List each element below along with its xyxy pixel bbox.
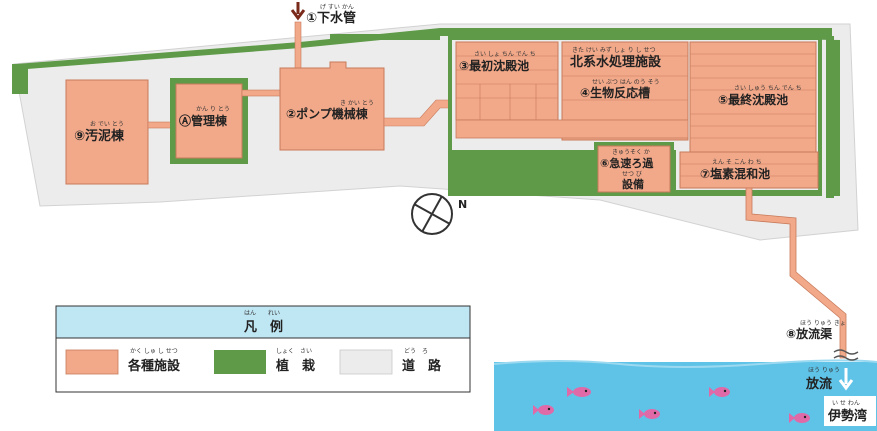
legend-facility-label: 各種施設 [127,358,181,374]
legend-road-ruby: どう ろ [404,347,428,355]
legend-facility-ruby: かく しゅ し せつ [130,348,178,355]
legend-swatch-road [339,349,393,375]
legend-swatch-planting [214,350,266,374]
bay-label: 伊勢湾 [827,408,867,424]
chlorine-ruby: えん そ こん わ ち [712,159,762,166]
legend-planting-label: 植 栽 [275,358,315,374]
chlorine-tank-lanes [680,163,818,177]
admin-label: Ⓐ管理棟 [179,113,228,128]
fish-icon [533,405,554,415]
chlorine-mixing-tank[interactable] [679,151,819,189]
fish-icon [567,387,591,397]
discharge-label: 放流 [805,376,832,392]
legend: はん れい 凡 例 かく しゅ し せつ 各種施設 しょく さい 植 栽 どう … [55,305,471,393]
legend-swatch-facility [65,349,119,375]
primary-ruby: さい しょ ちん でん ち [474,51,536,58]
outfall-label: ⑧放流渠 [786,326,832,341]
treatment-gallery [455,119,689,139]
planting-northeast [440,28,832,36]
connector-admin-pump [241,89,283,97]
fish-icon [789,413,810,423]
compass-north: N [458,198,467,211]
chlorine-label: ⑦塩素混和池 [700,166,770,181]
sludge-label: ⑨汚泥棟 [74,128,125,144]
legend-header [55,305,471,339]
sewer-inflow-arrow [290,2,306,21]
compass-axis-2 [421,195,443,233]
bio-ruby: せい ぶつ はん のう そう [592,79,660,86]
legend-planting-ruby: しょく さい [276,348,312,355]
rapid-filtration-facility[interactable] [597,145,671,193]
sea-wave [493,359,877,368]
final-sedimentation-tank[interactable] [689,41,817,153]
filter-label-2: 設備 [622,177,644,191]
primary-tank-lanes [456,55,558,120]
filter-ruby-1: きゅうそく か [612,149,650,156]
legend-title: 凡 例 [244,319,283,335]
bio-label: ④生物反応槽 [580,85,650,100]
fish-icon [639,409,660,419]
fish-decorations [533,387,810,423]
discharge-ruby: ほう りゅう [808,367,840,374]
legend-title-ruby: はん れい [244,310,280,317]
filter-ruby-2: せつ び [622,170,642,178]
admin-ruby: かん り とう [196,106,230,113]
primary-label: ③最初沈殿池 [459,58,529,73]
admin-building[interactable] [175,83,243,159]
planting-east [826,36,834,198]
sludge-building[interactable] [65,79,149,185]
bay-ruby: い せ わん [832,400,860,407]
bay-label-box [824,396,876,426]
outfall-ruby: ほう りゅう きょ [800,320,846,327]
planting-north-strip [330,34,440,40]
discharge-arrow [838,368,854,391]
final-ruby: さい しゅう ちん でん ち [734,85,802,92]
break-symbol [833,349,859,361]
north-plant-ruby: きた けい みず しょ り し せつ [572,46,655,54]
sewer-pipe [294,21,302,71]
sludge-ruby: お でい とう [90,121,124,128]
pump-ruby: き かい とう [340,100,374,107]
pump-label: ②ポンプ機械棟 [286,106,369,121]
sewer-ruby: げ すい かん [320,3,354,11]
final-tank-lanes [690,53,816,139]
sea [494,362,877,431]
legend-road-label: 道 路 [402,358,442,374]
planting-west-patch [12,64,28,94]
final-label: ⑤最終沈殿池 [718,92,788,107]
filter-label-1: ⑥急速ろ過 [600,156,654,170]
north-plant-label: 北系水処理施設 [570,54,662,70]
pump-building[interactable] [279,61,385,151]
compass: N [411,193,467,235]
fish-icon [709,387,730,397]
sewer-label: ①下水管 [306,10,356,26]
